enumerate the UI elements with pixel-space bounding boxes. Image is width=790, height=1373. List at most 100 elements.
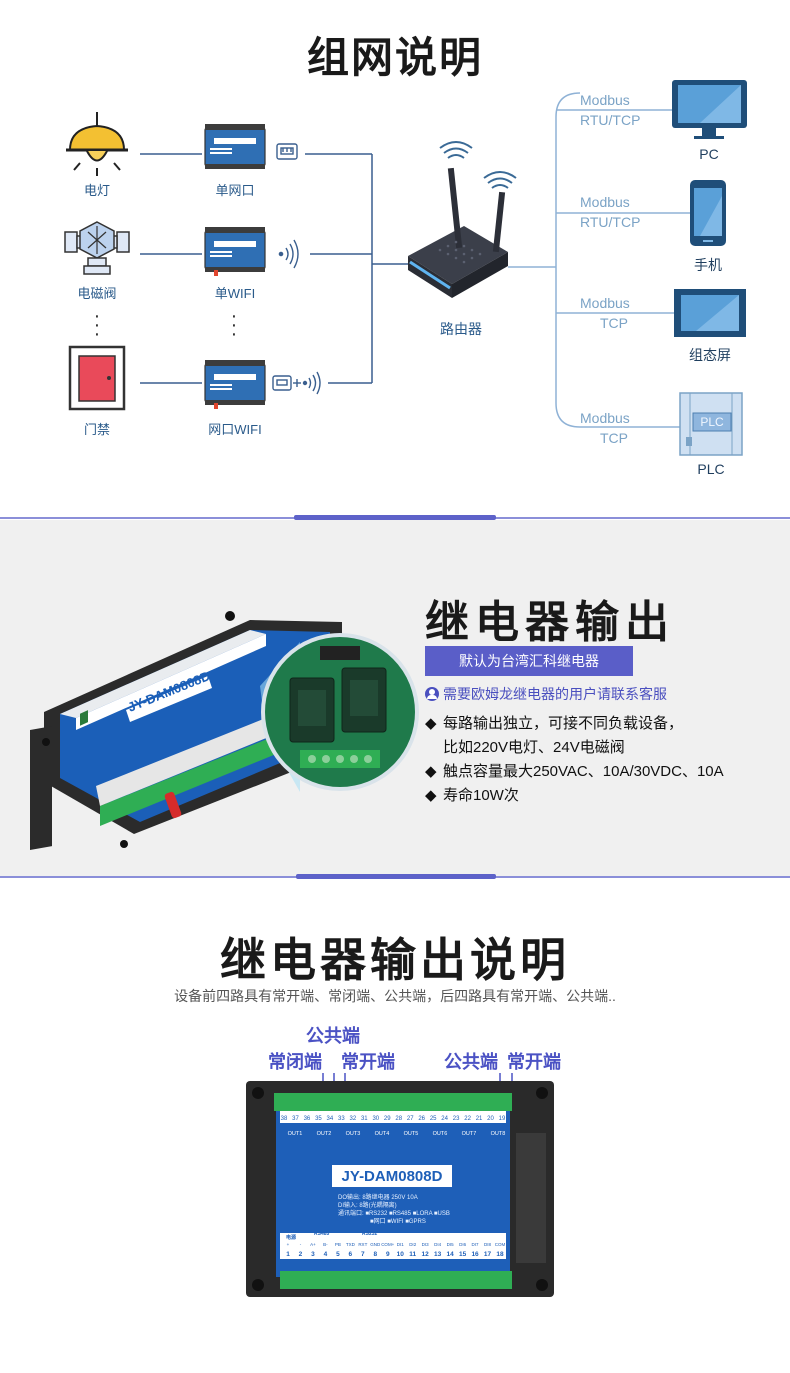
output-label: OUT6 <box>433 1131 448 1137</box>
terminal-number: 6 <box>349 1251 353 1258</box>
relay-feature-list: ◆每路输出独立，可接不同负载设备， 比如220V电灯、24V电磁阀 ◆触点容量最… <box>425 712 724 808</box>
ethernet-port-icon <box>276 143 298 160</box>
network-diagram <box>64 80 747 456</box>
terminal-label: DI4 <box>434 1242 442 1247</box>
bottom-terminal-numbers: +1-2A+3B-4PB5TXD6RXT7GND8COM+9DI110DI211… <box>286 1242 505 1258</box>
plc-icon <box>679 392 743 456</box>
output-label: OUT7 <box>462 1131 477 1137</box>
terminal-number: 16 <box>471 1251 479 1258</box>
terminal-number: 8 <box>373 1251 377 1258</box>
terminal-number: 34 <box>327 1116 334 1122</box>
terminal-label: GND <box>370 1242 381 1247</box>
terminal-number: 25 <box>430 1116 437 1122</box>
output-label: OUT3 <box>346 1131 361 1137</box>
customer-service-icon <box>425 687 439 701</box>
terminal-label: DI7 <box>472 1242 480 1247</box>
output-label: OUT2 <box>317 1131 332 1137</box>
device-label-lamp: 电灯 <box>83 183 110 198</box>
label-nc: 常闭端 <box>268 1052 322 1072</box>
vertical-dots: ··· <box>93 305 101 345</box>
spec-do: DO输出: 8路继电器 250V 10A <box>338 1193 418 1201</box>
list-item: 比如220V电灯、24V电磁阀 <box>443 739 625 756</box>
terminal-number: 9 <box>386 1251 390 1258</box>
description-subtitle: 设备前四路具有常开端、常闭端、公共端，后四路具有常开端、公共端.. <box>174 988 616 1004</box>
terminal-number: 10 <box>397 1251 405 1258</box>
spec-comm2: ■网口 ■WIFI ■GPRS <box>370 1218 426 1225</box>
terminal-number: 28 <box>395 1116 402 1122</box>
terminal-number: 14 <box>447 1251 455 1258</box>
vertical-dots: ··· <box>230 305 238 345</box>
terminal-number: 35 <box>315 1116 322 1122</box>
relay-board-front: JY-DAM0808D DO输出: 8路继电器 250V 10A DI输入: 8… <box>246 1073 554 1297</box>
module-label-eth-wifi: 网口WIFI <box>208 422 262 437</box>
output-label: OUT1 <box>288 1131 303 1137</box>
list-item: ◆触点容量最大250VAC、10A/30VDC、10A <box>425 760 724 784</box>
router-icon <box>408 141 517 298</box>
network-section: 组网说明 <box>0 0 790 520</box>
relay-board-illustration: JY-DAM0808D <box>30 611 419 850</box>
client-label-hmi: 组态屏 <box>689 347 731 363</box>
output-label: OUT4 <box>375 1131 390 1137</box>
module-label-eth: 单网口 <box>215 183 255 198</box>
terminal-label: TXD <box>346 1242 356 1247</box>
group-rs485: RS485 <box>314 1231 330 1237</box>
terminal-number: 5 <box>336 1251 340 1258</box>
terminal-number: 7 <box>361 1251 365 1258</box>
hmi-icon <box>674 289 746 337</box>
description-title: 继电器输出说明 <box>220 934 570 986</box>
terminal-label: DI3 <box>422 1242 430 1247</box>
wifi-signal-icon <box>278 239 299 269</box>
diamond-bullet-icon: ◆ <box>425 715 437 732</box>
terminal-number: 33 <box>338 1116 345 1122</box>
relay-section: JY-DAM0808D 继电器输出 默认为台湾汇科继电器 需要欧姆龙继电器的用户… <box>0 520 790 879</box>
diamond-bullet-icon: ◆ <box>425 787 437 804</box>
relay-note-text: 需要欧姆龙继电器的用户请联系客服 <box>443 686 667 702</box>
protocol-plc: Modbus TCP <box>580 410 630 446</box>
lamp-icon <box>66 112 128 176</box>
terminal-label: DI8 <box>484 1242 492 1247</box>
terminal-number: 13 <box>434 1251 442 1258</box>
spec-di: DI输入: 8路(光耦隔离) <box>338 1201 397 1209</box>
terminal-label: B- <box>323 1242 328 1247</box>
pc-icon <box>672 80 747 139</box>
terminal-label: DI1 <box>397 1242 405 1247</box>
terminal-label: A+ <box>310 1242 316 1247</box>
door-icon <box>68 345 126 411</box>
terminal-number: 32 <box>349 1116 356 1122</box>
terminal-number: 20 <box>487 1116 494 1122</box>
terminal-label: DI2 <box>409 1242 417 1247</box>
client-lines <box>508 92 690 428</box>
label-common-right: 公共端 <box>444 1052 498 1072</box>
group-power: 电源 <box>286 1234 296 1241</box>
plc-screen-text: PLC <box>700 415 724 429</box>
phone-icon <box>690 180 726 246</box>
protocol-phone: Modbus RTU/TCP <box>580 194 641 230</box>
terminal-number: 12 <box>422 1251 430 1258</box>
label-no: 常开端 <box>341 1052 395 1072</box>
label-common-top: 公共端 <box>306 1026 360 1046</box>
terminal-number: 24 <box>441 1116 448 1122</box>
terminal-number: 37 <box>292 1116 299 1122</box>
terminal-label: - <box>300 1242 302 1247</box>
diamond-bullet-icon: ◆ <box>425 763 437 780</box>
terminal-number: 11 <box>409 1251 416 1258</box>
ethernet-wifi-icon <box>272 371 321 395</box>
client-label-pc: PC <box>699 146 719 162</box>
terminal-number: 22 <box>464 1116 471 1122</box>
terminal-label: RXT <box>358 1242 367 1247</box>
label-no-right: 常开端 <box>507 1052 561 1072</box>
protocol-hmi: Modbus TCP <box>580 295 630 331</box>
relay-title: 继电器输出 <box>425 598 675 647</box>
group-rs232: RS232 <box>362 1231 378 1237</box>
output-label: OUT8 <box>491 1131 506 1137</box>
list-item: ◆寿命10W次 <box>425 784 724 808</box>
terminal-number: 17 <box>484 1251 492 1258</box>
terminal-number: 23 <box>453 1116 460 1122</box>
network-title: 组网说明 <box>306 34 483 81</box>
device-label-door: 门禁 <box>83 422 110 437</box>
module-eth-wifi <box>204 360 266 409</box>
terminal-number: 19 <box>499 1116 506 1122</box>
terminal-label: PB <box>335 1242 341 1247</box>
